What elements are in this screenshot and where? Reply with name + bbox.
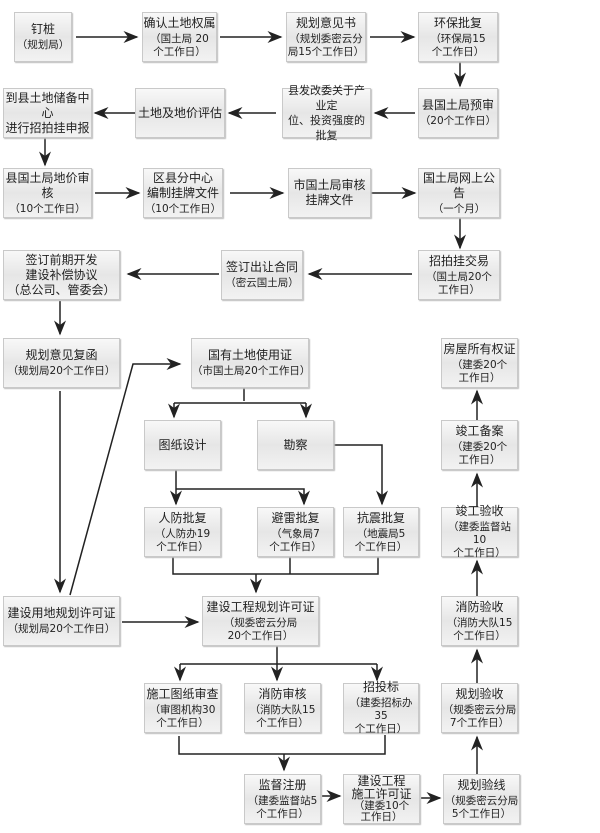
step-title: 建设工程 施工许可证 xyxy=(351,774,412,801)
step-land-planning-permit: 建设用地规划许可证 （规划局20个工作日） xyxy=(3,596,120,646)
step-detail: （密云国土局） xyxy=(225,277,299,289)
step-title: 县国土局地价审核 xyxy=(5,170,90,200)
step-online-announcement: 国土局网上公告 （一个月） xyxy=(418,168,500,218)
step-detail: （规划局20个工作日） xyxy=(7,365,116,377)
step-property-certificate: 房屋所有权证 （建委20个 工作日） xyxy=(441,338,518,388)
step-project-planning-permit: 建设工程规划许可证 （规委密云分局 20个工作日） xyxy=(202,596,319,646)
step-detail: （建委20个 工作日） xyxy=(451,440,508,466)
step-survey: 勘察 xyxy=(257,420,334,470)
step-title: 消防验收 xyxy=(455,599,504,614)
step-detail: （10个工作日） xyxy=(9,202,86,215)
step-title: 监督注册 xyxy=(258,777,307,792)
step-land-price-review: 县国土局地价审核 （10个工作日） xyxy=(3,168,92,218)
step-title: 建设用地规划许可证 xyxy=(7,606,116,620)
step-title: 招拍挂交易 xyxy=(428,253,489,268)
step-detail: （建委监督站5 个工作日） xyxy=(247,794,318,820)
step-supervision-registration: 监督注册 （建委监督站5 个工作日） xyxy=(244,774,321,824)
step-listing-documents: 区县分中心 编制挂牌文件 （10个工作日） xyxy=(143,168,223,218)
step-detail: （建委招标办35 个工作日） xyxy=(349,697,413,735)
step-title: 招投标 xyxy=(362,680,399,694)
step-transfer-contract: 签订出让合同 （密云国土局） xyxy=(221,250,303,300)
step-land-use-certificate: 国有土地使用证 （市国土局20个工作日） xyxy=(191,338,311,388)
step-title: 竣工备案 xyxy=(455,423,504,438)
step-detail: （环保局15 个工作日） xyxy=(430,32,486,58)
step-detail: （建委监督站10 个工作日） xyxy=(448,521,511,559)
step-title: 竣工验收 xyxy=(455,504,504,518)
step-detail: （国土局20个 工作日） xyxy=(426,270,492,296)
step-compensation-agreement: 签订前期开发 建设补偿协议 （总公司、管委会） xyxy=(3,250,120,300)
step-lightning-approval: 避雷批复 （气象局7 个工作日） xyxy=(257,507,334,557)
step-detail: （规委密云分局 7个工作日） xyxy=(442,703,517,729)
step-land-pre-review: 县国土局预审 （20个工作日） xyxy=(418,88,498,138)
step-detail: （气象局7 个工作日） xyxy=(269,527,322,553)
step-detail: （20个工作日） xyxy=(419,115,497,127)
step-detail: （规委密云分局 20个工作日） xyxy=(223,616,298,642)
step-civil-defense-approval: 人防批复 （人防办19 个工作日） xyxy=(144,507,221,557)
step-land-valuation: 土地及地价评估 xyxy=(135,88,225,138)
step-title: 规划意见复函 xyxy=(25,348,98,362)
step-completion-filing: 竣工备案 （建委20个 工作日） xyxy=(441,420,518,470)
step-title: 签订前期开发 建设补偿协议 （总公司、管委会） xyxy=(7,252,116,297)
step-title: 区县分中心 编制挂牌文件 xyxy=(146,170,219,200)
step-dingzhuang: 钉桩 （规划局） xyxy=(14,12,72,62)
step-environmental-approval: 环保批复 （环保局15 个工作日） xyxy=(418,12,498,62)
step-completion-acceptance: 竣工验收 （建委监督站10 个工作日） xyxy=(441,504,518,559)
step-bidding: 招投标 （建委招标办35 个工作日） xyxy=(343,680,419,735)
step-detail: （建委20个 工作日） xyxy=(451,358,508,384)
step-city-review: 市国土局审核 挂牌文件 xyxy=(288,168,371,218)
step-title: 房屋所有权证 xyxy=(443,341,516,356)
step-fire-acceptance: 消防验收 （消防大队15 个工作日） xyxy=(441,596,518,646)
step-detail: （国土局 20 个工作日） xyxy=(150,32,209,58)
step-development-reform-approval: 县发改委关于产业定 位、投资强度的批复 xyxy=(282,84,371,142)
step-title: 规划验线 xyxy=(457,777,506,792)
step-title: 土地及地价评估 xyxy=(137,105,222,120)
step-detail: （一个月） xyxy=(432,202,486,215)
step-title: 市国土局审核 挂牌文件 xyxy=(293,178,366,207)
step-detail: （规划委密云分 局15个工作日） xyxy=(287,32,365,58)
step-detail: （规委密云分局 5个工作日） xyxy=(444,794,519,820)
step-title: 国土局网上公告 xyxy=(422,170,495,200)
step-title: 避雷批复 xyxy=(271,510,320,525)
step-title: 建设工程规划许可证 xyxy=(206,599,315,614)
step-detail: （规划局20个工作日） xyxy=(7,623,116,635)
step-title: 国有土地使用证 xyxy=(207,348,292,362)
step-construction-drawing-review: 施工图纸审查 （审图机构30 个工作日） xyxy=(144,683,221,733)
step-detail: （地震局5 个工作日） xyxy=(354,527,408,553)
step-planning-opinion: 规划意见书 （规划委密云分 局15个工作日） xyxy=(286,12,366,62)
step-construction-permit: 建设工程 施工许可证（建委10个 工作日） xyxy=(343,774,420,824)
step-detail: （10个工作日） xyxy=(144,202,222,215)
step-detail: （规划局） xyxy=(16,39,70,51)
step-title: 图纸设计 xyxy=(158,437,207,452)
step-planning-reply: 规划意见复函 （规划局20个工作日） xyxy=(3,338,120,388)
step-confirm-land-ownership: 确认土地权属 （国土局 20 个工作日） xyxy=(142,12,217,62)
step-title: 规划验收 xyxy=(455,686,504,701)
step-title: 县发改委关于产业定 位、投资强度的批复 xyxy=(288,84,365,142)
step-planning-acceptance: 规划验收 （规委密云分局 7个工作日） xyxy=(441,683,518,733)
step-title: 确认土地权属 xyxy=(143,15,216,30)
step-title: 钉桩 xyxy=(30,22,55,36)
step-drawing-design: 图纸设计 xyxy=(144,420,221,470)
step-planning-setout-check: 规划验线 （规委密云分局 5个工作日） xyxy=(443,774,520,824)
step-title: 签订出让合同 xyxy=(225,260,298,274)
step-detail: （建委10个 工作日） xyxy=(353,800,410,823)
step-detail: （人防办19 个工作日） xyxy=(154,527,211,553)
step-title: 到县土地储备中心 进行招拍挂申报 xyxy=(5,90,90,135)
step-title: 规划意见书 xyxy=(295,15,356,30)
step-title: 施工图纸审查 xyxy=(146,686,219,701)
step-title: 环保批复 xyxy=(433,15,482,30)
step-seismic-approval: 抗震批复 （地震局5 个工作日） xyxy=(343,507,419,557)
step-auction-transaction: 招拍挂交易 （国土局20个 工作日） xyxy=(418,250,500,300)
step-detail: （市国土局20个工作日） xyxy=(192,365,311,377)
step-land-reserve-application: 到县土地储备中心 进行招拍挂申报 xyxy=(3,88,92,138)
step-title: 勘察 xyxy=(283,437,308,452)
step-detail: （消防大队15 个工作日） xyxy=(446,616,513,642)
step-title: 人防批复 xyxy=(158,510,207,525)
step-fire-review: 消防审核 （消防大队15 个工作日） xyxy=(244,683,321,733)
step-detail: （消防大队15 个工作日） xyxy=(249,703,316,729)
step-title: 消防审核 xyxy=(258,686,307,701)
step-title: 县国土局预审 xyxy=(421,98,494,112)
step-title: 抗震批复 xyxy=(356,510,405,525)
step-detail: （审图机构30 个工作日） xyxy=(149,703,216,729)
